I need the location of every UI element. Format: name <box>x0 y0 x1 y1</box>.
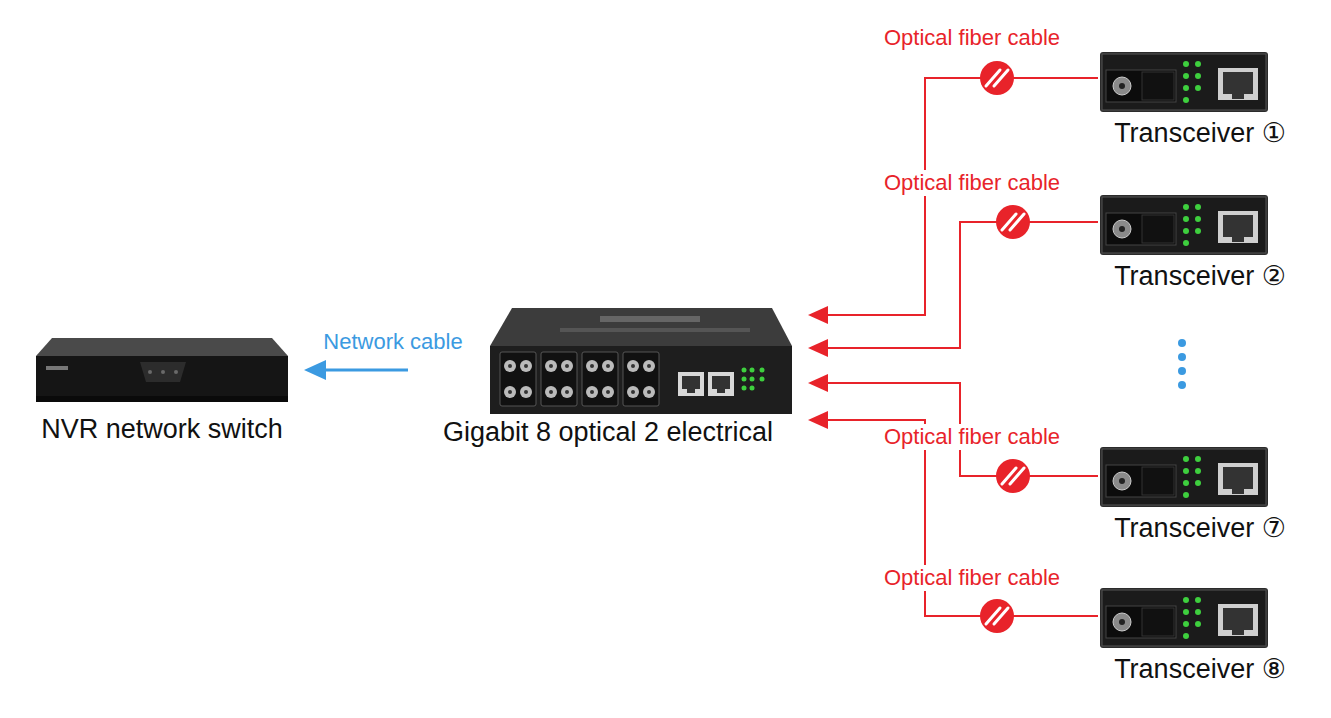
device-part <box>678 372 704 396</box>
device-part <box>750 368 755 373</box>
fiber-symbol-disc <box>996 459 1030 493</box>
device-part <box>1100 52 1268 112</box>
fiber-symbol-disc <box>980 599 1014 633</box>
cable-line <box>828 383 1098 476</box>
cable-label: Optical fiber cable <box>881 25 1063 51</box>
fiber-symbol-stroke <box>1010 214 1024 230</box>
fiber-symbol-stroke <box>1010 468 1024 484</box>
arrow-head <box>808 339 828 357</box>
device-label: NVR network switch <box>41 414 283 445</box>
device-part <box>490 308 792 346</box>
cable-line <box>828 222 1098 348</box>
device-part <box>600 316 700 322</box>
device-part <box>161 370 165 374</box>
device-part <box>750 386 755 391</box>
cable-line <box>326 369 408 372</box>
fiber-symbol <box>980 61 1014 95</box>
device-label: Transceiver ⑧ <box>1114 654 1286 685</box>
device-part <box>36 396 288 402</box>
cable-label: Optical fiber cable <box>881 170 1063 196</box>
device-part <box>623 352 659 406</box>
cable-line <box>828 78 1098 315</box>
device-part <box>36 356 288 396</box>
arrow-head <box>808 374 828 392</box>
fiber-symbol <box>980 599 1014 633</box>
device-part <box>742 368 747 373</box>
cable-label: Optical fiber cable <box>881 565 1063 591</box>
device-label: Gigabit 8 optical 2 electrical <box>443 417 773 448</box>
device-label: Transceiver ① <box>1114 118 1286 149</box>
cable-label: Optical fiber cable <box>881 424 1063 450</box>
fiber-symbol <box>996 205 1030 239</box>
device-part <box>582 352 618 406</box>
device-part <box>708 372 734 396</box>
device-part <box>36 338 288 356</box>
ellipsis-dots <box>1178 339 1186 389</box>
device-part <box>1100 447 1268 507</box>
device-part <box>742 377 747 382</box>
device-part <box>148 370 152 374</box>
device-part <box>760 377 765 382</box>
device-node: Transceiver ⑧ <box>1098 586 1302 689</box>
device-node: Gigabit 8 optical 2 electrical <box>408 305 808 452</box>
fiber-symbol-stroke <box>994 608 1008 624</box>
device-part <box>46 366 68 370</box>
fiber-symbol-disc <box>980 61 1014 95</box>
device-part <box>500 352 536 406</box>
cable-line <box>828 420 1098 616</box>
device-part <box>541 352 577 406</box>
device-node: NVR network switch <box>20 336 304 449</box>
device-part <box>1178 353 1186 361</box>
device-part <box>1100 588 1268 648</box>
device-label: Transceiver ⑦ <box>1114 513 1286 544</box>
device-part <box>140 362 186 382</box>
fiber-symbol <box>996 459 1030 493</box>
fiber-symbol-stroke <box>994 70 1008 86</box>
device-part <box>560 328 750 332</box>
device-node: Transceiver ① <box>1098 50 1302 153</box>
device-node: Transceiver ⑦ <box>1098 445 1302 548</box>
device-part <box>1100 195 1268 255</box>
device-part <box>760 368 765 373</box>
nvr-device <box>36 338 288 402</box>
arrow-head <box>808 306 828 324</box>
device-label: Transceiver ② <box>1114 261 1286 292</box>
device-part <box>742 386 747 391</box>
fiber-symbol-disc <box>996 205 1030 239</box>
device-part <box>1178 339 1186 347</box>
device-part <box>490 346 792 414</box>
device-part <box>1178 381 1186 389</box>
cable-label: Network cable <box>320 329 465 355</box>
arrow-head <box>304 360 326 380</box>
device-part <box>750 377 755 382</box>
device-part <box>1178 367 1186 375</box>
arrow-head <box>808 411 828 429</box>
gigabit-converter-device <box>490 308 792 414</box>
device-node: Transceiver ② <box>1098 193 1302 296</box>
device-part <box>174 370 178 374</box>
